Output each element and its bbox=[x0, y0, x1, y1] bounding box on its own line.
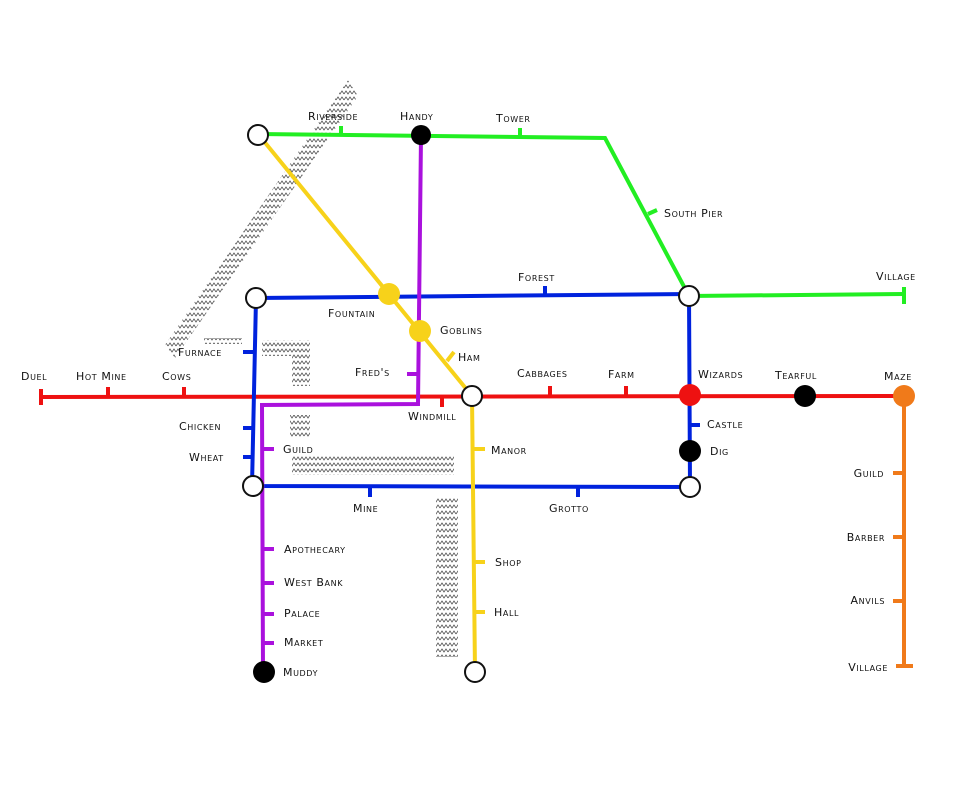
label-fountain: Fountain bbox=[328, 307, 375, 320]
label-guild-orange: Guild bbox=[854, 467, 884, 480]
station-ticks bbox=[106, 126, 904, 645]
label-south-pier: South Pier bbox=[664, 207, 723, 220]
label-duel: Duel bbox=[21, 370, 47, 383]
label-hall: Hall bbox=[494, 606, 519, 619]
line-orange bbox=[896, 396, 913, 668]
station-goblins[interactable] bbox=[409, 320, 431, 342]
label-guild-purple: Guild bbox=[283, 443, 313, 456]
label-palace: Palace bbox=[284, 607, 320, 620]
station-blue-corner-se[interactable] bbox=[679, 476, 701, 498]
station-tearful[interactable] bbox=[794, 385, 816, 407]
station-windmill[interactable] bbox=[461, 385, 483, 407]
label-tearful: Tearful bbox=[774, 369, 817, 382]
label-windmill: Windmill bbox=[408, 410, 456, 423]
label-mine: Mine bbox=[353, 502, 378, 515]
station-dig[interactable] bbox=[679, 440, 701, 462]
label-freds: Fred's bbox=[355, 366, 390, 379]
label-manor: Manor bbox=[491, 444, 527, 457]
label-anvils: Anvils bbox=[851, 594, 885, 607]
label-village-green: Village bbox=[876, 270, 916, 283]
label-shop: Shop bbox=[495, 556, 522, 569]
label-apothecary: Apothecary bbox=[284, 543, 346, 556]
label-maze: Maze bbox=[884, 370, 912, 383]
station-yellow-terminus[interactable] bbox=[464, 661, 486, 683]
label-riverside: Riverside bbox=[308, 110, 358, 123]
label-grotto: Grotto bbox=[549, 502, 589, 515]
label-village-orange: Village bbox=[848, 661, 888, 674]
label-muddy: Muddy bbox=[283, 666, 318, 679]
label-castle: Castle bbox=[707, 418, 743, 431]
line-purple bbox=[259, 135, 423, 673]
label-cows: Cows bbox=[162, 370, 191, 383]
station-labels: Riverside Handy Tower South Pier Forest … bbox=[21, 110, 916, 679]
station-fountain[interactable] bbox=[378, 283, 400, 305]
label-chicken: Chicken bbox=[179, 420, 221, 433]
label-ham: Ham bbox=[458, 351, 480, 364]
station-handy[interactable] bbox=[411, 125, 431, 145]
label-farm: Farm bbox=[608, 368, 635, 381]
station-village-green-junction[interactable] bbox=[678, 285, 700, 307]
station-forest-junction-west[interactable] bbox=[245, 287, 267, 309]
label-west-bank: West Bank bbox=[284, 576, 343, 589]
station-maze[interactable] bbox=[893, 385, 915, 407]
label-hot-mine: Hot Mine bbox=[76, 370, 127, 383]
label-market: Market bbox=[284, 636, 323, 649]
label-wizards: Wizards bbox=[698, 368, 743, 381]
label-tower: Tower bbox=[495, 112, 531, 125]
line-green bbox=[257, 132, 906, 304]
label-handy: Handy bbox=[400, 110, 433, 123]
label-forest: Forest bbox=[518, 271, 555, 284]
river-hatching bbox=[165, 80, 458, 657]
station-wizards[interactable] bbox=[679, 384, 701, 406]
interchange-stations bbox=[242, 124, 915, 683]
label-dig: Dig bbox=[710, 445, 729, 458]
station-blue-corner-sw[interactable] bbox=[242, 475, 264, 497]
label-goblins: Goblins bbox=[440, 324, 482, 337]
label-barber: Barber bbox=[847, 531, 885, 544]
label-furnace: Furnace bbox=[178, 346, 222, 359]
station-riverside-junction[interactable] bbox=[247, 124, 269, 146]
label-cabbages: Cabbages bbox=[517, 367, 568, 380]
station-muddy[interactable] bbox=[253, 661, 275, 683]
label-wheat: Wheat bbox=[189, 451, 224, 464]
